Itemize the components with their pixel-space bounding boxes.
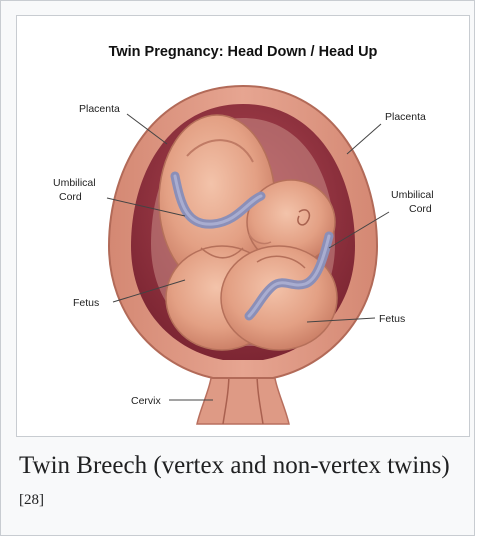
diagram-title: Twin Pregnancy: Head Down / Head Up	[109, 44, 378, 60]
label-placenta-right: Placenta	[385, 111, 426, 123]
twin-pregnancy-illustration: Twin Pregnancy: Head Down / Head Up	[17, 16, 469, 436]
diagram-image[interactable]: Twin Pregnancy: Head Down / Head Up	[16, 15, 470, 437]
label-umbilical-left-1: Umbilical	[53, 177, 96, 189]
label-cervix: Cervix	[131, 395, 162, 407]
label-cord-left-2: Cord	[59, 191, 82, 203]
label-fetus-right: Fetus	[379, 313, 405, 325]
caption-text: Twin Breech (vertex and non-vertex twins…	[19, 452, 450, 479]
label-umbilical-right-1: Umbilical	[391, 189, 434, 201]
figure-caption: Twin Breech (vertex and non-vertex twins…	[19, 445, 459, 529]
label-placenta-left: Placenta	[79, 103, 120, 115]
label-cord-right-2: Cord	[409, 203, 432, 215]
label-fetus-left: Fetus	[73, 297, 99, 309]
citation-link[interactable]: [28]	[19, 492, 44, 508]
